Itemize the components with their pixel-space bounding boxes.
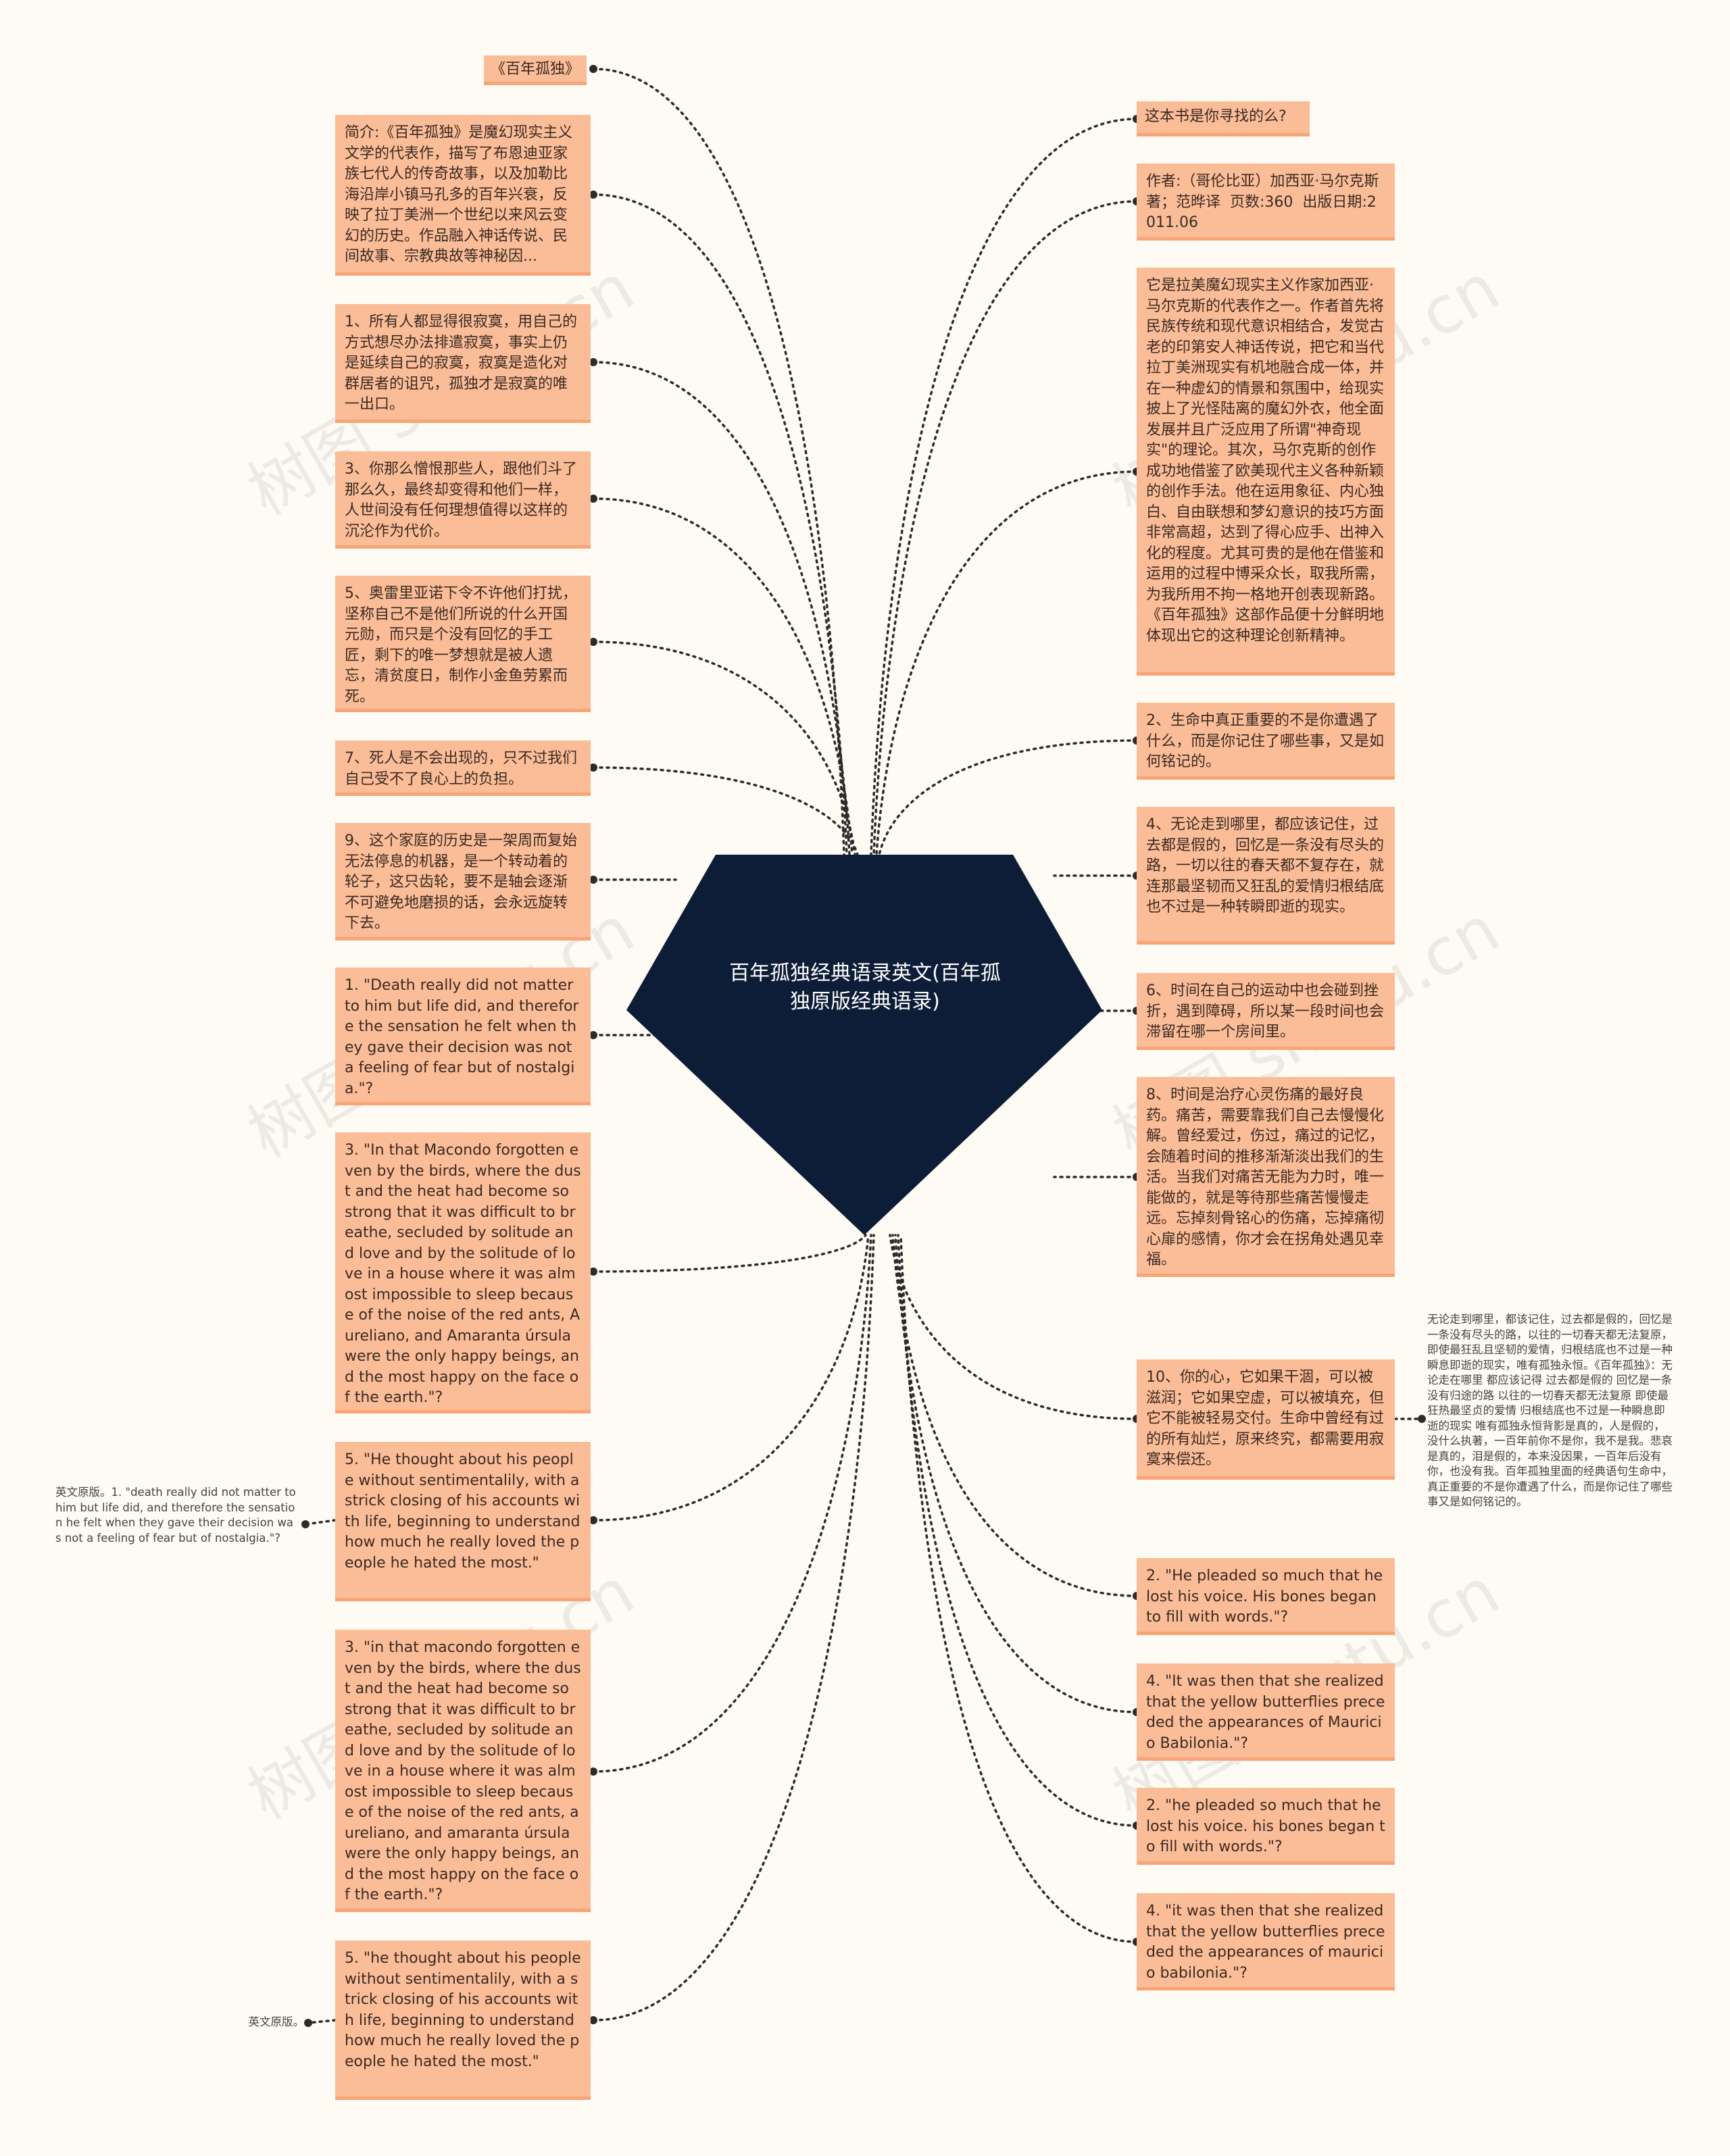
left-side-note-1[interactable]: 英文原版。1. "death really did not matter to … [55, 1486, 300, 1545]
side-connector-2 [307, 2019, 337, 2024]
right-connector-11 [897, 1234, 1138, 1827]
right-node-8[interactable]: 10、你的心，它如果干涸，可以被滋润；它如果空虚，可以被填充，但它不能被轻易交付… [1137, 1359, 1395, 1480]
right-connector-2 [872, 200, 1138, 856]
left-connector-10 [592, 1234, 870, 1522]
central-diamond [626, 855, 1102, 1235]
right-connector-4 [878, 739, 1138, 856]
right-connector-3 [875, 470, 1138, 856]
right-node-4[interactable]: 2、生命中真正重要的不是你遭遇了什么，而是你记住了哪些事，又是如何铭记的。 [1137, 703, 1395, 780]
left-node-5[interactable]: 5、奥雷里亚诺下令不许他们打扰，坚称自己不是他们所说的什么开国元勋，而只是个没有… [335, 576, 591, 712]
left-connector-dot-5 [589, 638, 597, 646]
side-connector-1 [304, 1519, 337, 1526]
left-node-11[interactable]: 3. "in that macondo forgotten even by th… [335, 1630, 591, 1912]
right-node-2[interactable]: 作者:（哥伦比亚）加西亚·马尔克斯著；范晔译 页数:360 出版日期:2011.… [1137, 164, 1395, 241]
left-node-2[interactable]: 简介:《百年孤独》是魔幻现实主义文学的代表作，描写了布恩迪亚家族七代人的传奇故事… [335, 115, 591, 276]
left-connector-dot-12 [589, 2016, 597, 2024]
right-node-12[interactable]: 4. "it was then that she realized that t… [1137, 1893, 1395, 1990]
left-connector-9 [592, 1234, 867, 1273]
left-connector-dot-11 [589, 1768, 597, 1776]
left-node-9[interactable]: 3. "In that Macondo forgotten even by th… [335, 1132, 591, 1413]
left-connector-2 [592, 193, 848, 856]
left-connector-dot-9 [589, 1268, 597, 1276]
central-node-title[interactable]: 百年孤独经典语录英文(百年孤独原版经典语录) [729, 961, 1001, 1013]
left-connector-dot-4 [589, 495, 597, 503]
left-connector-dot-1 [589, 65, 597, 73]
right-node-10[interactable]: 4. "It was then that she realized that t… [1137, 1663, 1395, 1761]
side-connector-dot-1 [301, 1520, 310, 1528]
left-connector-3 [592, 361, 851, 856]
left-connector-dot-6 [589, 763, 597, 772]
left-node-7[interactable]: 9、这个家庭的历史是一架周而复始无法停息的机器，是一个转动着的轮子，这只齿轮，要… [335, 823, 591, 941]
left-connector-12 [592, 1234, 875, 2022]
right-node-6[interactable]: 6、时间在自己的运动中也会碰到挫折，遇到障碍，所以某一段时间也会滞留在哪一个房间… [1137, 973, 1395, 1050]
left-connector-dot-3 [589, 358, 597, 366]
side-connector-dot-2 [304, 2019, 312, 2027]
right-node-11[interactable]: 2. "he pleaded so much that he lost his … [1137, 1788, 1395, 1865]
right-connector-1 [870, 118, 1138, 856]
left-connector-4 [592, 497, 854, 856]
right-node-1[interactable]: 这本书是你寻找的么? [1137, 101, 1310, 136]
left-connector-dot-10 [589, 1516, 597, 1524]
left-node-8[interactable]: 1. "Death really did not matter to him b… [335, 968, 591, 1105]
right-connector-10 [894, 1234, 1138, 1713]
left-connector-5 [592, 641, 856, 856]
left-connector-6 [592, 766, 859, 856]
left-node-1[interactable]: 《百年孤独》 [484, 55, 587, 85]
right-connector-12 [899, 1234, 1138, 1943]
left-connector-11 [592, 1234, 872, 1773]
right-node-7[interactable]: 8、时间是治疗心灵伤痛的最好良药。痛苦，需要靠我们自己去慢慢化解。曾经爱过，伤过… [1137, 1077, 1395, 1277]
left-side-note-2[interactable]: 英文原版。 [248, 2015, 305, 2028]
left-connector-dot-7 [589, 876, 597, 884]
left-node-12[interactable]: 5. "he thought about his people without … [335, 1940, 591, 2100]
left-connector-dot-2 [589, 191, 597, 199]
side-connector-dot-3 [1418, 1415, 1426, 1423]
left-node-4[interactable]: 3、你那么憎恨那些人，跟他们斗了那么久，最终却变得和他们一样，人世间没有任何理想… [335, 451, 591, 549]
left-connector-dot-8 [589, 1031, 597, 1039]
left-node-6[interactable]: 7、死人是不会出现的，只不过我们自己受不了良心上的负担。 [335, 741, 591, 796]
left-node-10[interactable]: 5. "He thought about his people without … [335, 1442, 591, 1601]
right-node-3[interactable]: 它是拉美魔幻现实主义作家加西亚·马尔克斯的代表作之一。作者首先将民族传统和现代意… [1137, 268, 1395, 676]
left-node-3[interactable]: 1、所有人都显得很寂寞，用自己的方式想尽办法排遣寂寞，事实上仍是延续自己的寂寞，… [335, 304, 591, 423]
right-node-5[interactable]: 4、无论走到哪里，都应该记住，过去都是假的，回忆是一条没有尽头的路，一切以往的春… [1137, 807, 1395, 945]
right-side-note-1[interactable]: 无论走到哪里，都该记住，过去都是假的，回忆是一条没有尽头的路，以往的一切春天都无… [1427, 1313, 1673, 1508]
right-node-9[interactable]: 2. "He pleaded so much that he lost his … [1137, 1558, 1395, 1635]
